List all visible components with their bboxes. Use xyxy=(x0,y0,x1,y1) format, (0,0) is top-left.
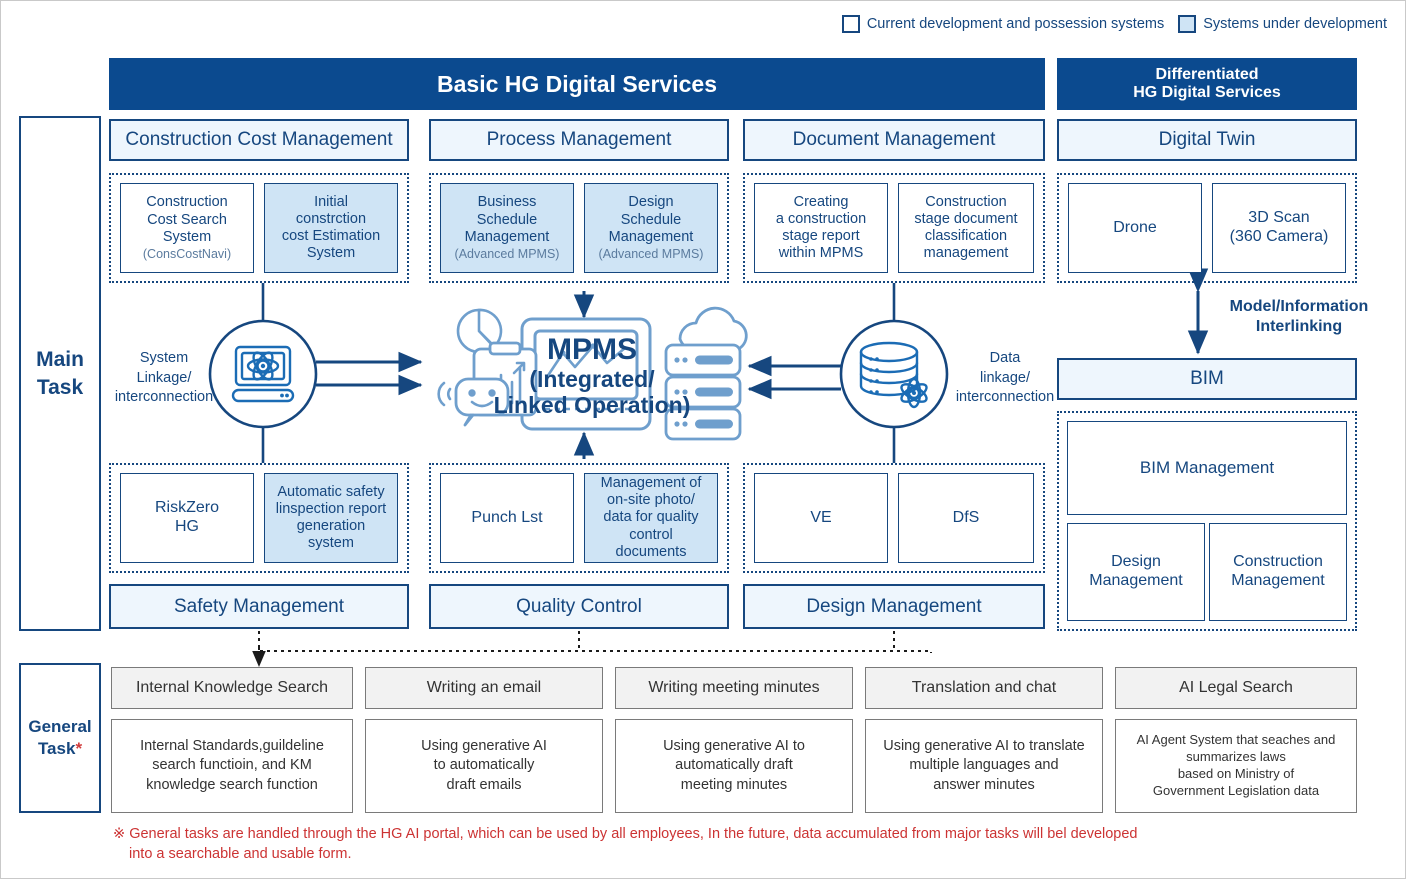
mpms-center-label: MPMS (Integrated/Linked Operation) xyxy=(453,335,731,419)
asterisk-icon: * xyxy=(75,739,83,758)
legend-item-current: Current development and possession syste… xyxy=(841,15,1165,33)
tile-title: BIM Management xyxy=(1139,457,1275,477)
footnote-line2: into a searchable and usable form. xyxy=(129,845,352,862)
banner-diff-line2: HG Digital Services xyxy=(1133,84,1281,101)
footnote-line1: General tasks are handled through the HG… xyxy=(129,826,1138,842)
tile-bim-management[interactable]: BIM Management xyxy=(1067,421,1347,515)
category-quality-control[interactable]: Quality Control xyxy=(429,584,729,629)
category-document-management[interactable]: Document Management xyxy=(743,119,1045,161)
group-digital-twin-systems xyxy=(1057,173,1357,283)
general-task-header-writing-meeting-minutes[interactable]: Writing meeting minutes xyxy=(615,667,853,709)
category-construction-cost-management[interactable]: Construction Cost Management xyxy=(109,119,409,161)
tile-title: VE xyxy=(810,508,832,526)
rail-general-task: General Task* xyxy=(19,663,101,813)
group-process-systems xyxy=(429,173,729,283)
group-bim-systems xyxy=(1057,411,1357,631)
mpms-subtitle: (Integrated/Linked Operation) xyxy=(493,366,691,418)
tile-subtitle: (ConsCostNavi) xyxy=(142,246,232,261)
tile-ve[interactable]: VE xyxy=(754,473,888,563)
rail-general-line1: General xyxy=(28,716,92,736)
banner-diff-line1: Differentiated xyxy=(1155,65,1259,83)
footnote: ※ General tasks are handled through the … xyxy=(113,825,1383,864)
tile-drone[interactable]: Drone xyxy=(1068,183,1202,273)
checkbox-outline-icon xyxy=(841,15,860,33)
banner-differentiated-hg-digital-services: Differentiated HG Digital Services xyxy=(1057,58,1357,110)
group-design-systems xyxy=(743,463,1045,573)
category-bim[interactable]: BIM xyxy=(1057,358,1357,400)
category-digital-twin[interactable]: Digital Twin xyxy=(1057,119,1357,161)
category-design-management[interactable]: Design Management xyxy=(743,584,1045,629)
rail-general-line2: Task* xyxy=(37,739,83,758)
legend: Current development and possession syste… xyxy=(841,15,1387,33)
category-process-management[interactable]: Process Management xyxy=(429,119,729,161)
tile-subtitle: (Advanced MPMS) xyxy=(454,246,560,261)
general-task-header-internal-knowledge-search[interactable]: Internal Knowledge Search xyxy=(111,667,353,709)
rail-main-task: Main Task xyxy=(19,116,101,631)
rail-main-line2: Task xyxy=(36,375,84,399)
banner-basic-hg-digital-services: Basic HG Digital Services xyxy=(109,58,1045,110)
legend-label-current: Current development and possession syste… xyxy=(866,16,1165,32)
tile-title: Drone xyxy=(1113,218,1157,236)
group-cost-systems xyxy=(109,173,409,283)
mpms-title: MPMS xyxy=(547,333,637,366)
general-task-header-ai-legal-search[interactable]: AI Legal Search xyxy=(1115,667,1357,709)
general-task-header-translation-and-chat[interactable]: Translation and chat xyxy=(865,667,1103,709)
tile-title: 3D Scan(360 Camera) xyxy=(1229,209,1329,245)
tile-subtitle: (Advanced MPMS) xyxy=(598,246,704,261)
rail-main-line1: Main xyxy=(36,348,84,372)
group-safety-systems xyxy=(109,463,409,573)
legend-item-under-development: Systems under development xyxy=(1178,15,1387,33)
tile-title: DfS xyxy=(952,508,980,526)
footnote-mark: ※ xyxy=(113,826,126,842)
tile-punch-list[interactable]: Punch Lst xyxy=(440,473,574,563)
general-task-header-writing-an-email[interactable]: Writing an email xyxy=(365,667,603,709)
group-quality-systems xyxy=(429,463,729,573)
group-document-systems xyxy=(743,173,1045,283)
tile-title: Punch Lst xyxy=(471,508,543,526)
legend-label-under-development: Systems under development xyxy=(1203,16,1387,32)
checkbox-shaded-icon xyxy=(1178,15,1197,33)
tile-3d-scan[interactable]: 3D Scan(360 Camera) xyxy=(1212,183,1346,273)
tile-dfs[interactable]: DfS xyxy=(898,473,1034,563)
category-safety-management[interactable]: Safety Management xyxy=(109,584,409,629)
